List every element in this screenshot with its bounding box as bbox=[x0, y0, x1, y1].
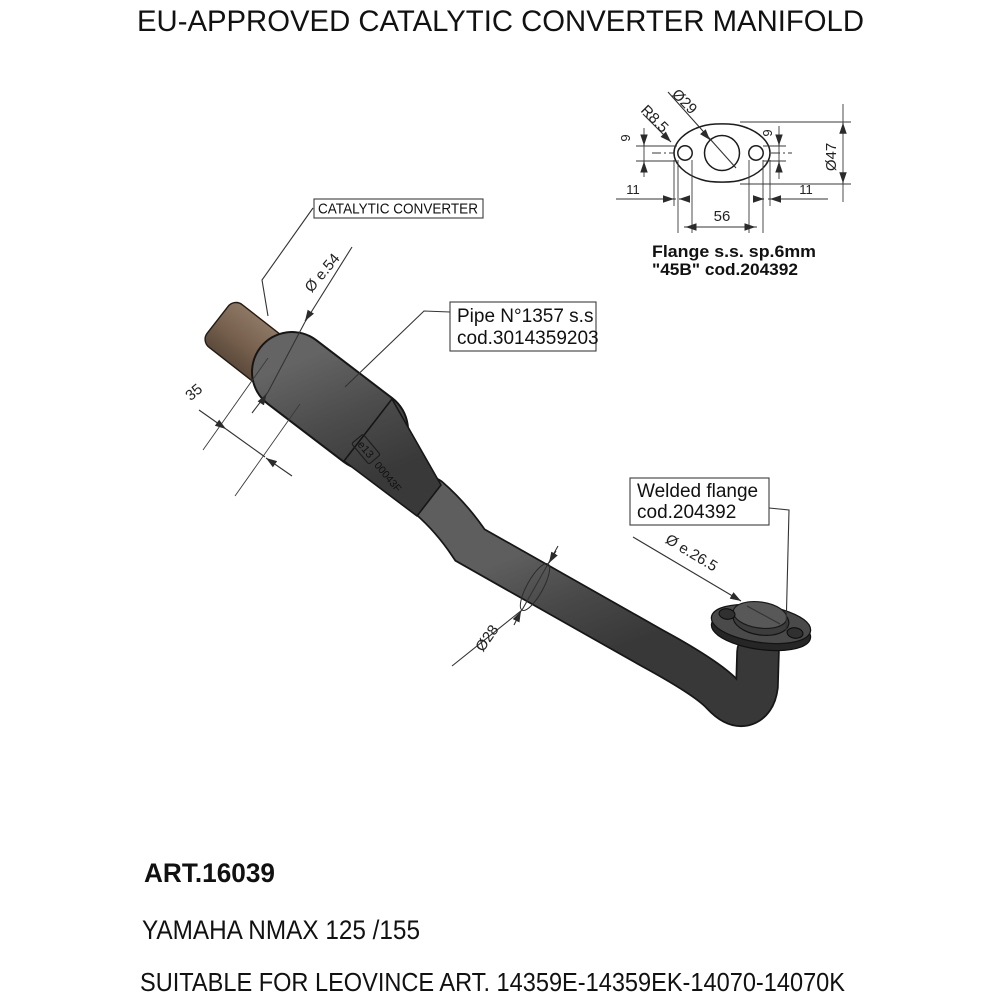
flange-bolt-hole-left bbox=[718, 608, 736, 620]
manifold-pipe-illustration: e13 00043F bbox=[204, 301, 812, 727]
callout-welded-flange-line1: Welded flange bbox=[637, 481, 758, 502]
page-title: EU-APPROVED CATALYTIC CONVERTER MANIFOLD bbox=[137, 5, 864, 38]
callout-pipe: Pipe N°1357 s.s cod.3014359203 bbox=[344, 301, 599, 388]
dim-bolt-spacing-label: 56 bbox=[714, 208, 731, 225]
flange-detail-view: Ø29 R8.5 9 9 bbox=[616, 86, 851, 279]
catalytic-body bbox=[253, 333, 407, 469]
dim-pipe-diameter-label: Ø28 bbox=[472, 622, 502, 655]
homologation-box bbox=[351, 434, 381, 465]
dim-end-radius: R8.5 bbox=[637, 102, 672, 143]
dim-right-11: 11 bbox=[753, 182, 828, 203]
dim-overall-height: Ø47 bbox=[740, 104, 851, 202]
flange-caption-line1: Flange s.s. sp.6mm bbox=[652, 243, 816, 261]
dim-left-11-label: 11 bbox=[626, 182, 640, 197]
callout-pipe-line2: cod.3014359203 bbox=[457, 328, 599, 349]
dim-outlet-diameter-label: Ø e.26.5 bbox=[662, 531, 720, 575]
dim-left-11: 11 bbox=[616, 182, 690, 203]
dim-bolt-spacing: 56 bbox=[684, 208, 757, 231]
flange-hole-right bbox=[748, 145, 764, 161]
dim-inlet-diameter-label: Ø e.54 bbox=[302, 250, 344, 295]
flange-caption-line2: "45B" cod.204392 bbox=[652, 261, 798, 279]
welded-flange bbox=[710, 600, 812, 652]
dim-end-radius-label: R8.5 bbox=[637, 102, 671, 136]
dim-right-9-label: 9 bbox=[760, 129, 775, 136]
vehicle-model: YAMAHA NMAX 125 /155 bbox=[142, 915, 420, 945]
dim-right-9: 9 bbox=[760, 126, 786, 179]
dim-center-hole-label: Ø29 bbox=[668, 86, 700, 118]
dim-left-9-label: 9 bbox=[618, 134, 633, 141]
callout-pipe-line1: Pipe N°1357 s.s bbox=[457, 306, 593, 327]
flange-bolt-hole-right bbox=[786, 627, 804, 639]
callout-welded-flange-line2: cod.204392 bbox=[637, 502, 736, 523]
callout-catalytic-converter: CATALYTIC CONVERTER bbox=[261, 198, 484, 317]
suitability-note: SUITABLE FOR LEOVINCE ART. 14359E-14359E… bbox=[140, 967, 846, 997]
flange-hole-left bbox=[677, 145, 693, 161]
article-number: ART.16039 bbox=[144, 858, 275, 888]
dim-inlet-length-label: 35 bbox=[182, 381, 206, 405]
dim-overall-height-label: Ø47 bbox=[823, 143, 840, 171]
taper-cone bbox=[343, 398, 442, 517]
callout-welded-flange: Welded flange cod.204392 bbox=[629, 477, 790, 632]
callout-catalytic-converter-label: CATALYTIC CONVERTER bbox=[318, 201, 478, 218]
pipe-run bbox=[409, 478, 778, 726]
dim-right-11-label: 11 bbox=[799, 182, 813, 197]
dim-left-9: 9 bbox=[618, 128, 677, 177]
